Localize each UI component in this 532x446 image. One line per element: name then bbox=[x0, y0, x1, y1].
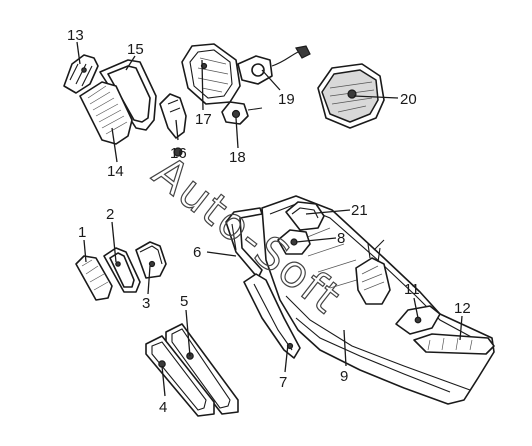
callout-17: 17 bbox=[195, 111, 212, 128]
leader-15 bbox=[125, 55, 136, 71]
leader-19 bbox=[261, 69, 281, 91]
callout-16: 16 bbox=[170, 145, 187, 162]
leader-7 bbox=[284, 343, 289, 373]
callout-3: 3 bbox=[142, 295, 150, 312]
leader-5 bbox=[185, 309, 191, 357]
part-13-side-marker-lens bbox=[63, 54, 99, 94]
callout-labels: 13 15 14 16 17 18 19 20 1 2 3 4 5 6 7 8 … bbox=[67, 27, 471, 416]
leader-20 bbox=[353, 95, 399, 99]
callout-8: 8 bbox=[337, 230, 345, 247]
leader-21 bbox=[305, 209, 351, 215]
callout-1: 1 bbox=[78, 224, 86, 241]
callout-2: 2 bbox=[106, 206, 114, 223]
leader-2 bbox=[111, 221, 117, 263]
leader-18 bbox=[235, 117, 239, 149]
callout-12: 12 bbox=[454, 300, 471, 317]
callout-4: 4 bbox=[159, 399, 167, 416]
leader-6 bbox=[206, 251, 237, 257]
part-21-bracket bbox=[285, 201, 325, 231]
leader-lines bbox=[76, 41, 463, 397]
callout-20: 20 bbox=[400, 91, 417, 108]
leader-16 bbox=[175, 119, 179, 141]
callout-15: 15 bbox=[127, 41, 144, 58]
part-20-front-lamp-unit bbox=[317, 63, 385, 129]
part-11-tow-hook-cover bbox=[395, 305, 441, 335]
leader-4 bbox=[161, 365, 166, 397]
leader-12 bbox=[459, 315, 463, 341]
callout-19: 19 bbox=[278, 91, 295, 108]
leader-17 bbox=[201, 59, 204, 111]
part-15-lamp-gasket bbox=[99, 59, 157, 131]
leader-3 bbox=[147, 265, 151, 295]
leader-11 bbox=[413, 297, 419, 319]
part-12-reflector-strip bbox=[413, 333, 495, 355]
part-18-socket bbox=[221, 101, 263, 125]
part-17-indicator-housing bbox=[181, 43, 241, 105]
leader-1 bbox=[83, 239, 87, 263]
part-6-bumper-reinforcement bbox=[225, 207, 263, 279]
part-8-clip bbox=[277, 229, 311, 255]
callout-11: 11 bbox=[404, 281, 420, 298]
part-16-reflector bbox=[159, 93, 187, 157]
leader-8 bbox=[295, 237, 337, 243]
leader-13 bbox=[76, 41, 81, 65]
leader-9 bbox=[343, 329, 347, 367]
part-1-marker-lens bbox=[75, 255, 113, 301]
part-19-bulb-holder bbox=[237, 45, 311, 85]
callout-7: 7 bbox=[279, 374, 287, 391]
part-3-marker-housing bbox=[135, 241, 167, 279]
callout-21: 21 bbox=[351, 202, 368, 219]
part-7-side-strip bbox=[243, 273, 301, 359]
part-4-plate-cover bbox=[145, 335, 215, 417]
callout-18: 18 bbox=[229, 149, 246, 166]
bumper-fog-lamp bbox=[355, 239, 391, 305]
leader-14 bbox=[111, 127, 118, 163]
callout-9: 9 bbox=[340, 368, 348, 385]
part-14-rear-lamp-lens bbox=[79, 81, 133, 145]
callout-6: 6 bbox=[193, 244, 201, 261]
callout-5: 5 bbox=[180, 293, 188, 310]
callout-14: 14 bbox=[107, 163, 124, 180]
callout-13: 13 bbox=[67, 27, 84, 44]
